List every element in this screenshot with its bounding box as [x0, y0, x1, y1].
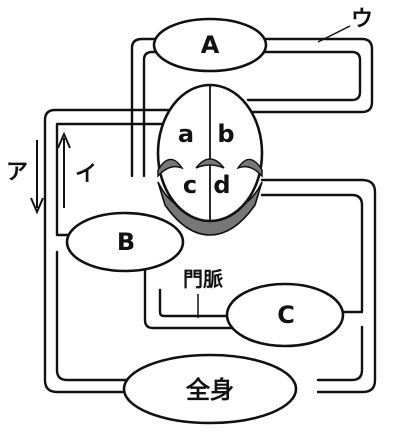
valve-left	[157, 158, 184, 178]
valve-right	[236, 158, 263, 178]
left-vessel-outer	[43, 108, 174, 394]
organ-a-label: A	[201, 31, 220, 59]
arrow-i-icon	[57, 131, 71, 208]
portal-vein-label: 門脈	[183, 267, 223, 291]
right-vessel-outer	[260, 178, 377, 394]
arrow-i-label: イ	[75, 162, 97, 187]
chamber-a-label: a	[178, 120, 194, 148]
arrow-a-icon	[30, 140, 44, 215]
chamber-d-label: d	[213, 171, 230, 199]
chamber-c-label: c	[183, 171, 197, 199]
vessel-b-c-link	[143, 258, 234, 330]
valve-center	[195, 158, 225, 169]
whole-body-label: 全身	[185, 376, 234, 404]
arrow-a-label: ア	[6, 160, 28, 185]
organ-b-shape	[65, 211, 185, 273]
pulmonary-loop-outer	[130, 37, 374, 178]
pulmonary-loop-inner	[142, 50, 362, 178]
organ-b-label: B	[117, 228, 135, 256]
organ-c-label: C	[277, 301, 295, 329]
right-vessel-inner	[260, 193, 364, 382]
organ-c-shape	[225, 282, 345, 348]
organ-a-shape	[152, 17, 268, 73]
chamber-b-label: b	[217, 120, 234, 148]
whole-body-shape	[122, 353, 298, 425]
u-pointer	[317, 25, 351, 43]
vessel-network	[43, 37, 377, 394]
vessel-u-label: ウ	[351, 7, 373, 32]
